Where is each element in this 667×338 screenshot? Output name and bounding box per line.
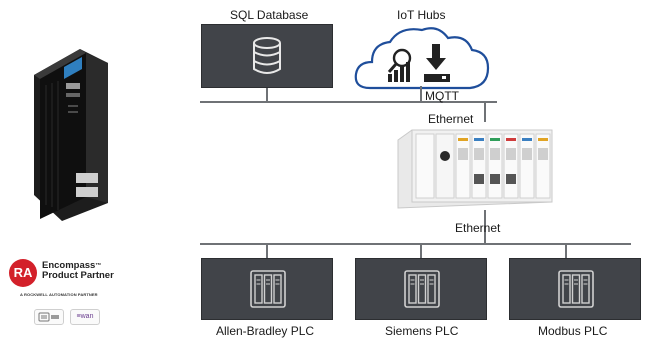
allen-bradley-plc-label: Allen-Bradley PLC bbox=[216, 324, 315, 338]
plc2-connector bbox=[420, 244, 422, 258]
sql-database-label: SQL Database bbox=[230, 8, 309, 22]
cloud-icon bbox=[354, 27, 490, 90]
encompass-label: Encompass bbox=[42, 260, 96, 271]
trademark: ™ bbox=[95, 263, 102, 269]
plc-icon bbox=[404, 270, 440, 308]
database-icon bbox=[253, 37, 281, 74]
plc1-connector bbox=[266, 244, 268, 258]
siemens-plc-label: Siemens PLC bbox=[385, 324, 459, 338]
analytics-icon bbox=[387, 48, 412, 82]
ewon-mini-logo: ≡wan bbox=[70, 309, 100, 325]
plc3-connector bbox=[565, 244, 567, 258]
iot-connector bbox=[420, 86, 422, 102]
ethernet-bottom-label: Ethernet bbox=[455, 221, 501, 235]
modbus-plc-label: Modbus PLC bbox=[538, 324, 608, 338]
plc-gateway-module-image bbox=[34, 49, 108, 221]
product-partner-label: Product Partner bbox=[42, 270, 114, 281]
download-icon bbox=[424, 44, 450, 82]
encompass-partner-title: Encompass™ Product Partner bbox=[42, 261, 114, 281]
iot-hubs-label: IoT Hubs bbox=[397, 8, 446, 22]
plc-icon bbox=[250, 270, 286, 308]
allen-bradley-plc-box bbox=[201, 258, 333, 320]
mqtt-bus-line bbox=[200, 101, 497, 103]
rack-bottom-connector bbox=[484, 210, 486, 244]
sql-connector bbox=[266, 88, 268, 102]
plc-icon bbox=[558, 270, 594, 308]
gateway-mini-logo bbox=[34, 309, 64, 325]
mqtt-label: MQTT bbox=[425, 89, 459, 103]
ethernet-bus-line bbox=[200, 243, 631, 245]
ra-logo-text: RA bbox=[13, 265, 33, 280]
ra-logo: RA bbox=[8, 258, 38, 288]
ewon-logo-text: ≡wan bbox=[76, 313, 94, 320]
ethernet-top-label: Ethernet bbox=[428, 112, 474, 126]
modbus-plc-box bbox=[509, 258, 641, 320]
rockwell-partner-subtitle: A ROCKWELL AUTOMATION PARTNER bbox=[20, 292, 98, 297]
siemens-plc-box bbox=[355, 258, 487, 320]
controllogix-rack-image bbox=[397, 129, 553, 209]
rack-top-connector bbox=[484, 102, 486, 122]
sql-database-box bbox=[201, 24, 333, 88]
